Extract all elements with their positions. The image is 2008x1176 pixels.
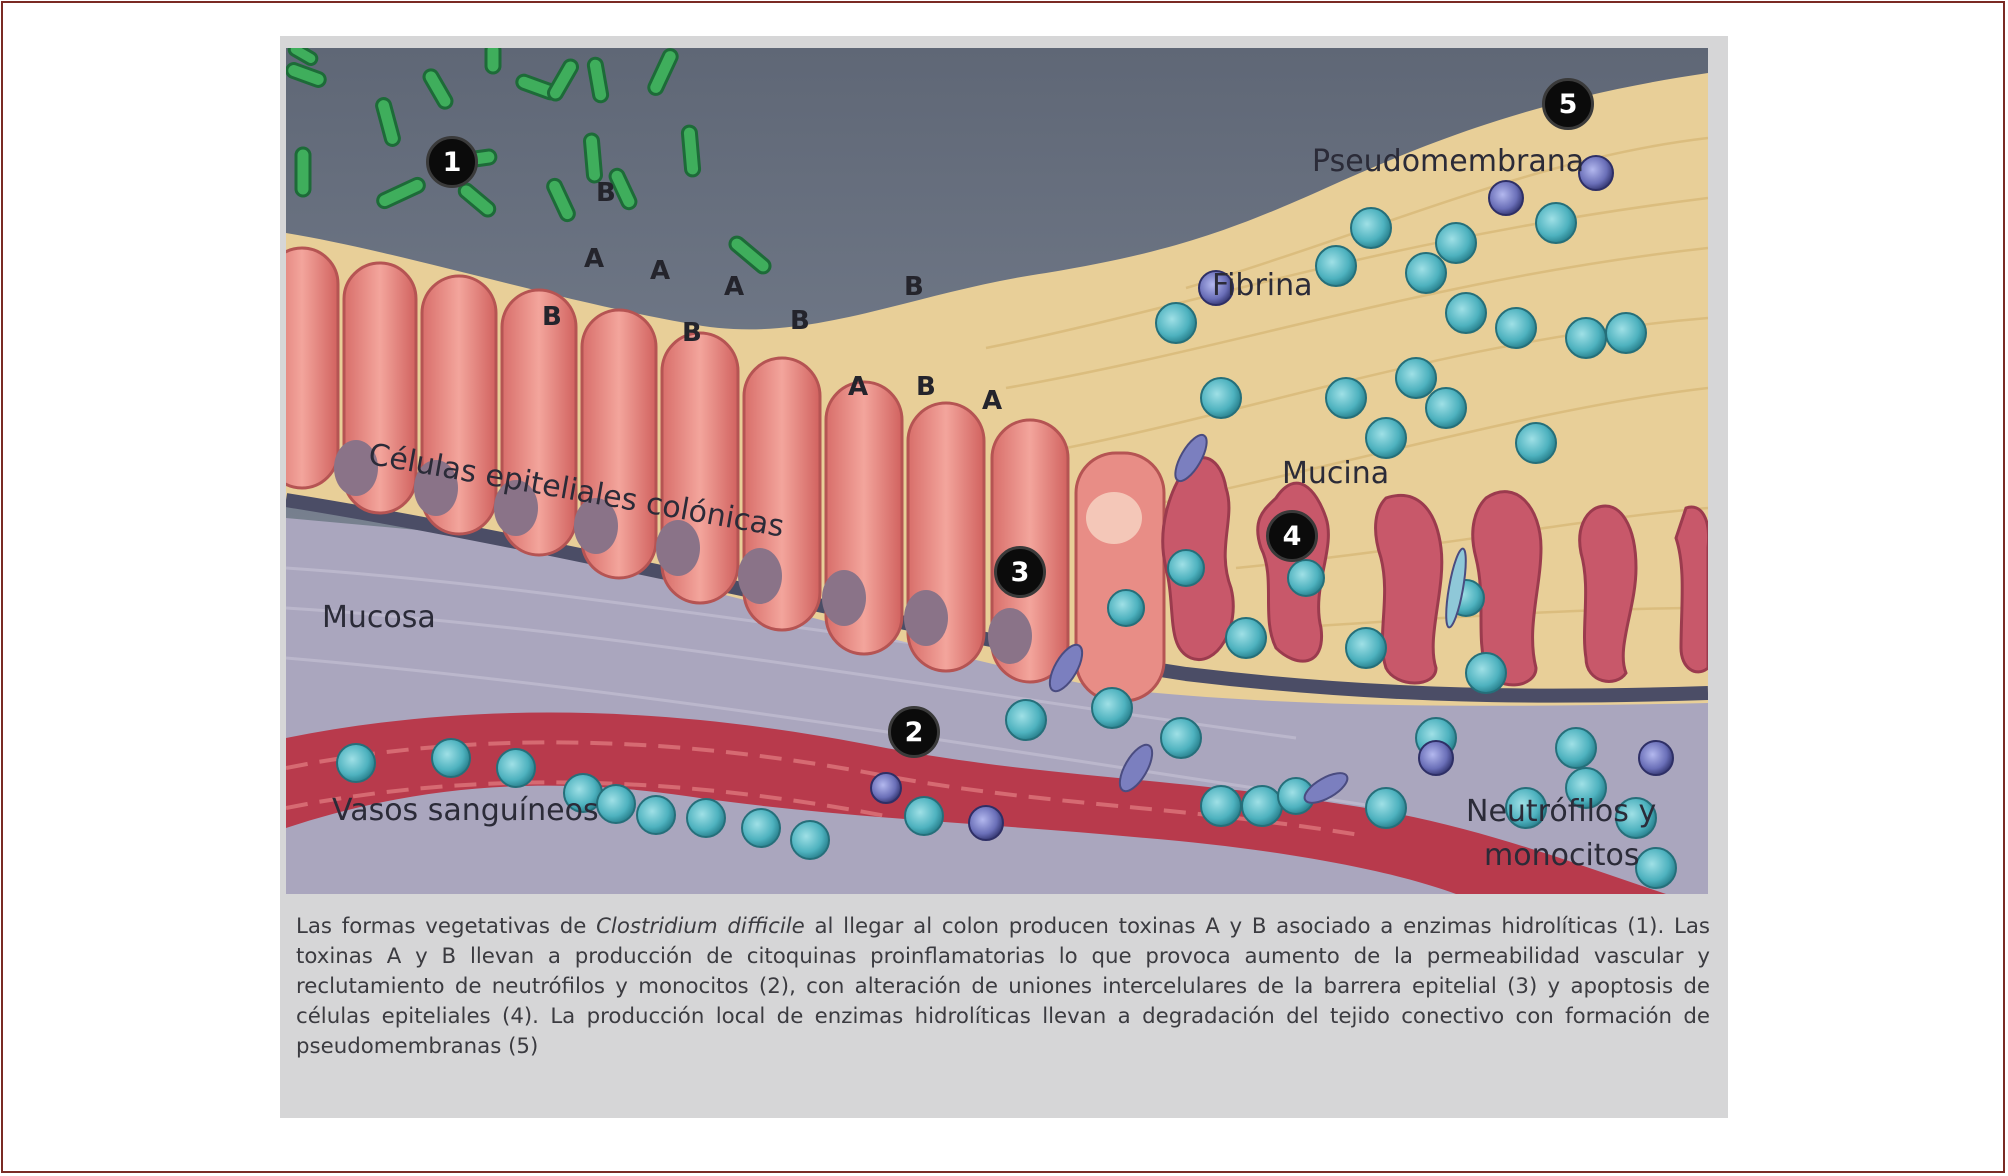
toxin-a: A [584,244,604,274]
toxin-b: B [904,272,924,302]
label-pseudomembrana: Pseudomembrana [1312,144,1584,179]
toxin-a: A [982,386,1002,416]
toxin-b: B [682,318,702,348]
label-monocitos: monocitos [1484,838,1640,873]
toxin-b: B [542,302,562,332]
marker-3: 3 [994,546,1046,598]
toxin-b: B [916,372,936,402]
marker-5: 5 [1542,78,1594,130]
marker-2: 2 [888,706,940,758]
label-mucosa: Mucosa [322,600,436,635]
toxin-a: A [848,372,868,402]
label-mucina: Mucina [1282,456,1389,491]
toxin-a: A [724,272,744,302]
label-fibrina: Fibrina [1212,268,1313,303]
toxin-b: B [790,306,810,336]
label-neutrofilos: Neutrófilos y [1466,794,1656,829]
figure-caption: Las formas vegetativas de Clostridium di… [296,912,1710,1062]
toxin-b: B [596,178,616,208]
marker-1: 1 [426,136,478,188]
label-vasos-sanguineos: Vasos sanguíneos [332,793,599,828]
caption-organism: Clostridium difficile [596,914,805,939]
marker-4: 4 [1266,510,1318,562]
caption-part1: Las formas vegetativas de [296,914,596,939]
toxin-a: A [650,256,670,286]
